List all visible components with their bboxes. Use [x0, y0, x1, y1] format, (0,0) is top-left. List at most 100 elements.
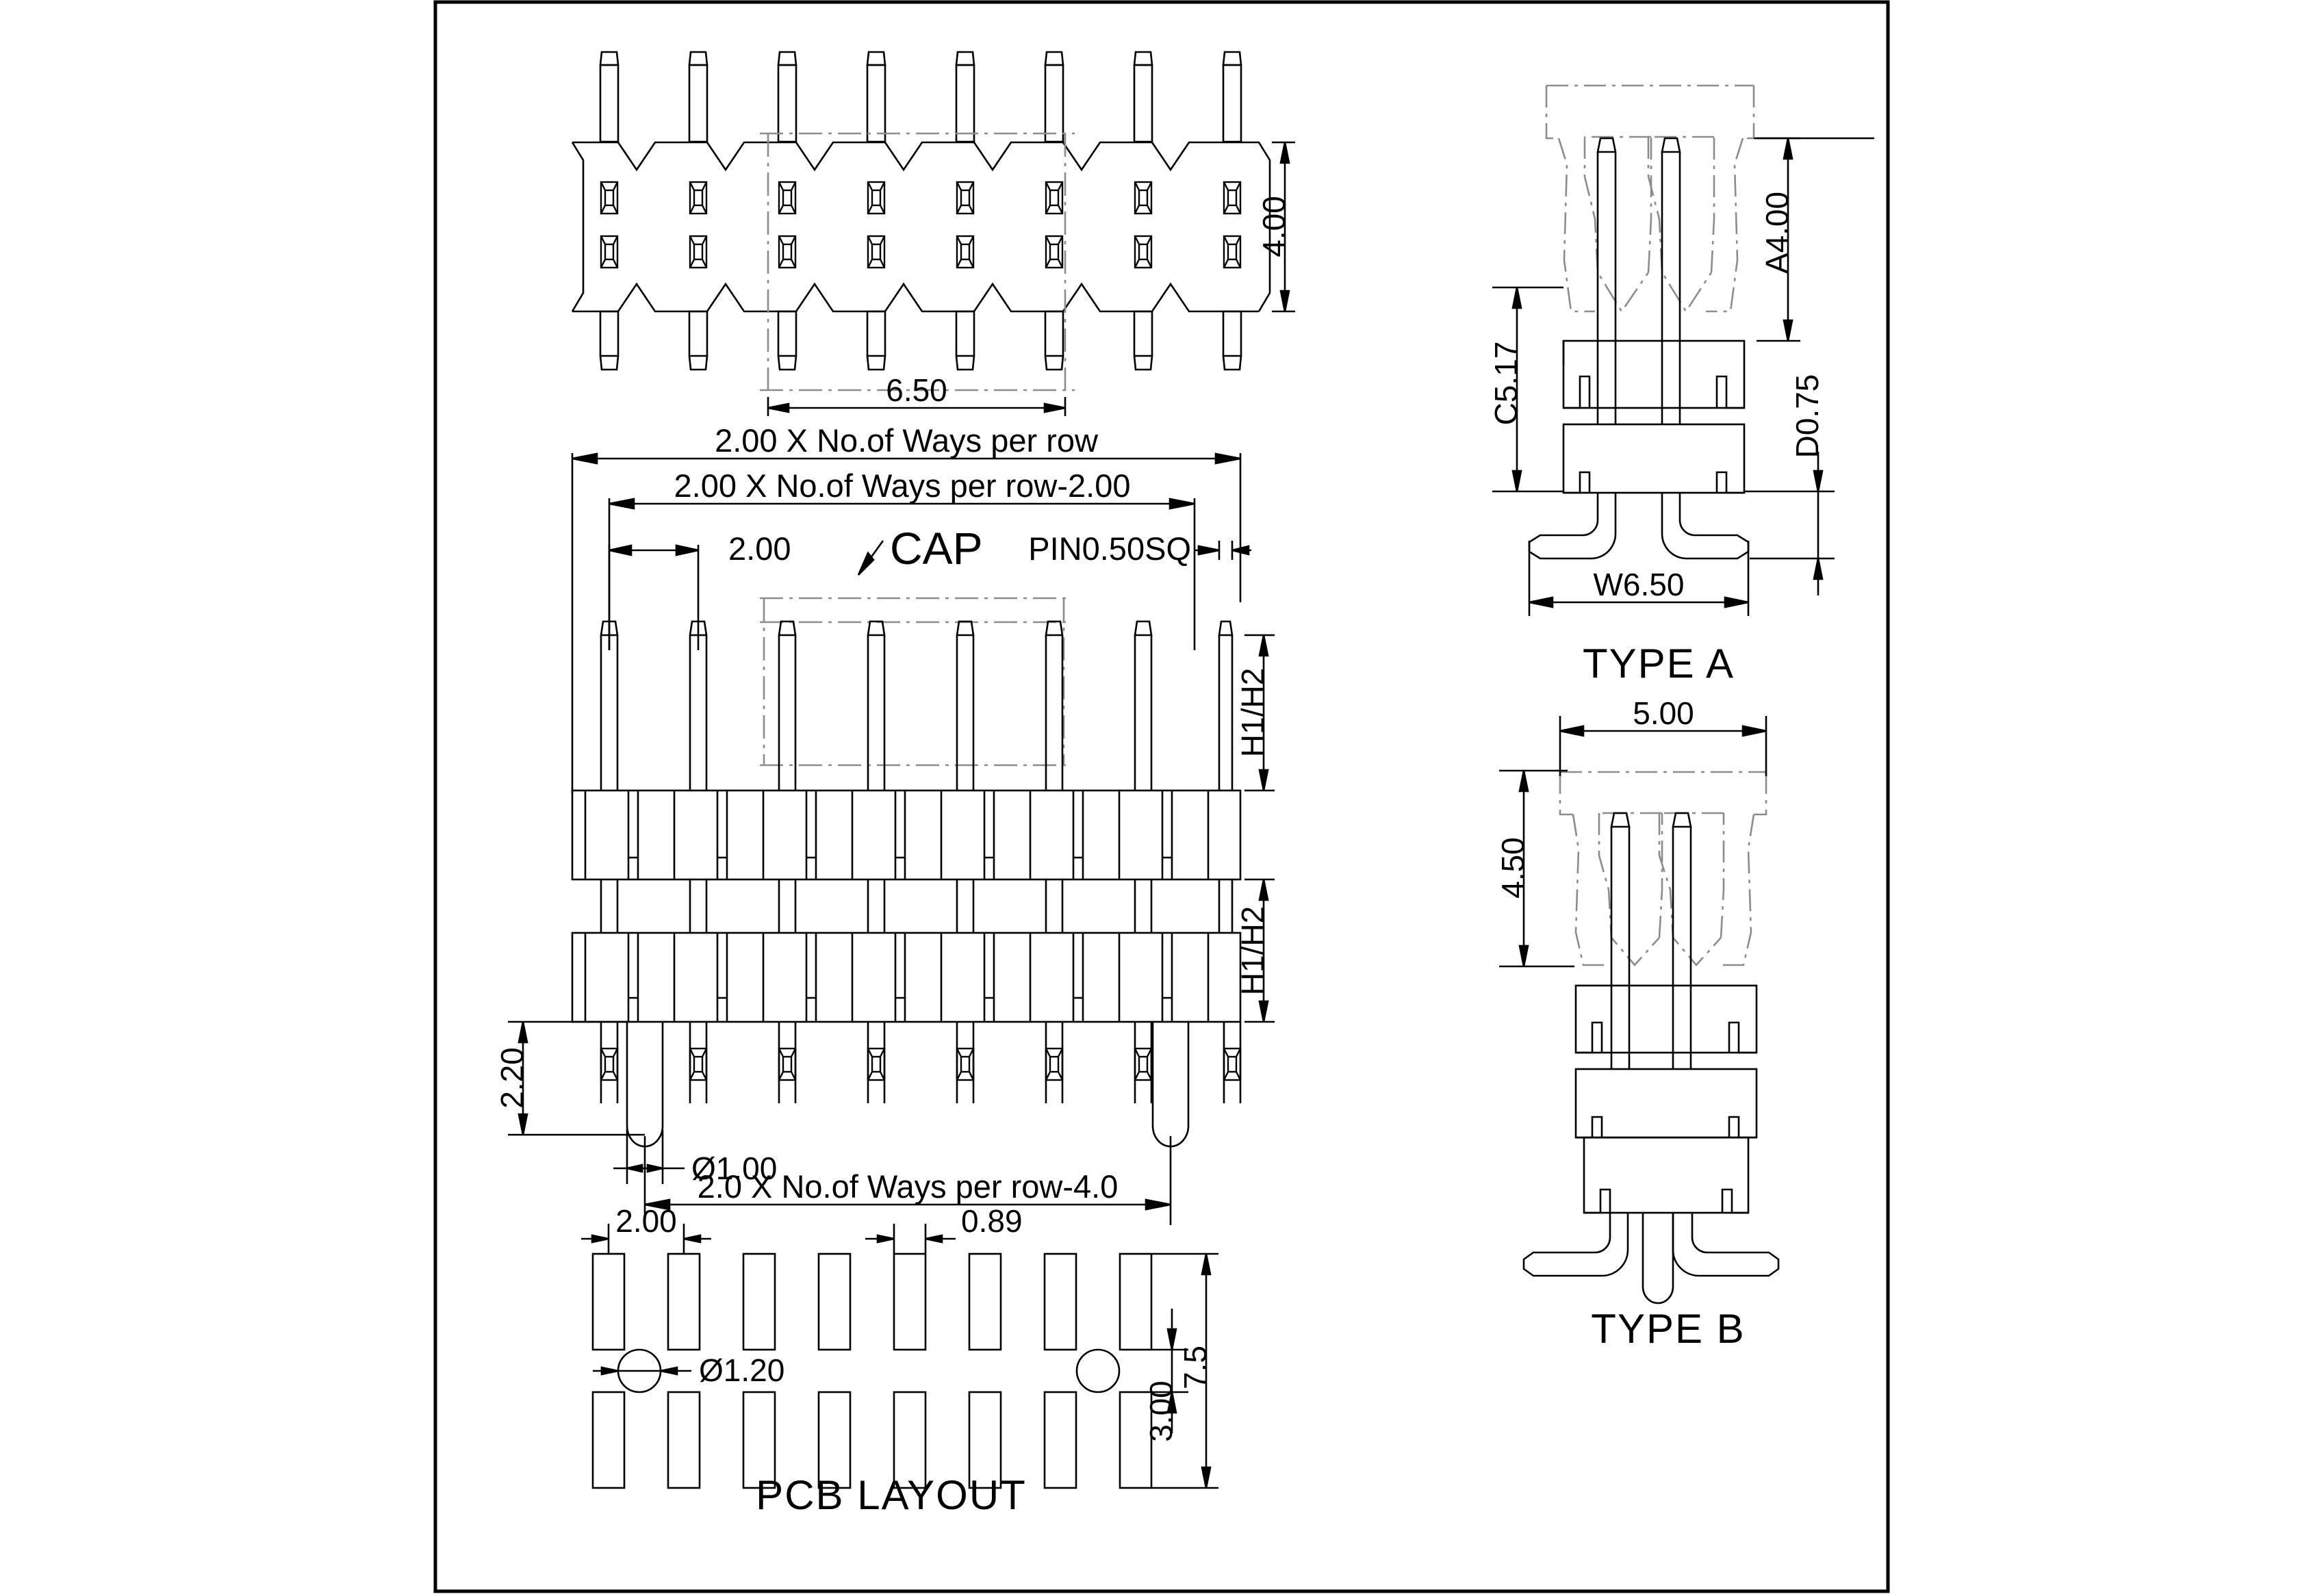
upper-body-block	[571, 789, 1242, 881]
cap-leader-line	[857, 540, 884, 576]
pcb-pad	[968, 1252, 1002, 1351]
dimension-label-pitch: 2.00	[728, 530, 791, 567]
top-view	[571, 51, 1295, 416]
pin-upper	[1134, 620, 1153, 790]
pin-cross-section	[1134, 181, 1153, 215]
dimension-label-w6-50: W6.50	[1594, 567, 1685, 602]
pin-cross-section	[600, 181, 619, 215]
pcb-pad	[817, 1252, 852, 1351]
dimension-pad-overall-height	[1151, 1252, 1218, 1489]
top-view-lower-pins	[599, 310, 1242, 371]
type-b-pins	[1610, 812, 1692, 986]
pcb-pad	[1119, 1252, 1153, 1351]
pcb-pads-lower	[591, 1391, 1153, 1489]
phantom-lines	[760, 132, 1075, 391]
pin-cross-section	[1134, 235, 1153, 269]
dimension-2-20	[508, 1020, 645, 1136]
pcb-pad	[1119, 1391, 1153, 1489]
pin-tip	[1044, 310, 1064, 371]
pin-tip	[777, 310, 797, 371]
dimension-w6-50	[1528, 541, 1750, 616]
pin-cross-section	[867, 1047, 886, 1081]
dimension-label-type-b-width: 5.00	[1633, 695, 1694, 731]
type-a-pins	[1596, 137, 1681, 341]
dimension-label-row-spacing: 3.00	[1143, 1380, 1179, 1442]
tail-cross-sections	[600, 1047, 1242, 1081]
pin-cross-section	[956, 235, 975, 269]
pin-cross-section	[1223, 235, 1242, 269]
pin-cross-section	[600, 1047, 619, 1081]
pin-cross-section	[778, 1047, 797, 1081]
dimension-peg-span	[643, 1136, 1172, 1225]
dimension-pad-pitch	[581, 1224, 711, 1254]
dimension-a4-00	[1757, 137, 1800, 342]
dimension-d0-75	[1744, 452, 1835, 595]
dimension-overall-length	[571, 452, 1242, 794]
pin-cross-section	[689, 235, 708, 269]
dimension-label-4-00: 4.00	[1256, 196, 1292, 257]
pin-cross-sections-upper	[600, 181, 1242, 215]
dimension-label-pin-span: 2.00 X No.of Ways per row-2.00	[674, 467, 1131, 504]
dimension-label-overall-length: 2.00 X No.of Ways per row	[715, 422, 1099, 459]
pin-tip	[688, 310, 708, 371]
dimension-pin-0-50-sq	[1195, 541, 1251, 560]
pcb-pad	[742, 1391, 776, 1489]
dimension-label-6-50: 6.50	[886, 372, 947, 408]
type-a-lower-block	[1562, 423, 1746, 494]
dimension-type-b-width	[1559, 716, 1767, 776]
pin-cross-section	[1134, 1047, 1153, 1081]
lower-body-block	[571, 931, 1242, 1023]
type-b-section-view	[1499, 716, 1780, 1304]
pin-tip	[1133, 310, 1153, 371]
pin-cross-section	[689, 181, 708, 215]
pin-upper	[1045, 620, 1064, 790]
dimension-label-pin-0-50-sq: PIN0.50SQ	[1028, 530, 1191, 567]
pin-upper	[867, 620, 886, 790]
pcb-pad	[1043, 1391, 1077, 1489]
type-a-smt-leads	[1528, 493, 1750, 560]
pin-cross-section	[956, 181, 975, 215]
front-elevation-view	[508, 452, 1275, 1225]
dimension-h1-h2-lower	[1244, 878, 1275, 1023]
dimension-label-d0-75: D0.75	[1789, 374, 1825, 459]
dimension-c5-17	[1492, 286, 1563, 493]
dimension-pitch-2-00	[608, 544, 700, 650]
dimension-label-peg-diameter: Ø1.00	[691, 1150, 777, 1186]
drawing-text-labels: 6.50 4.00 2.00 X No.of Ways per row 2.00…	[494, 192, 1825, 1518]
type-b-caption: TYPE B	[1591, 1306, 1745, 1352]
dimension-label-2-20: 2.20	[494, 1047, 530, 1109]
pin-cross-section	[1045, 1047, 1064, 1081]
dimension-label-type-b-height: 4.50	[1495, 837, 1531, 899]
dimension-6-50	[767, 397, 1067, 416]
pin-tip	[1222, 310, 1242, 371]
pin-upper	[778, 620, 797, 790]
pcb-pad	[817, 1391, 852, 1489]
dimension-label-c5-17: C5.17	[1488, 342, 1524, 426]
cap-phantom-outline	[760, 597, 1068, 767]
dimension-h1-h2-upper	[1244, 634, 1275, 792]
pcb-pad	[591, 1391, 626, 1489]
pin-tip	[955, 310, 975, 371]
pin-cross-section	[1045, 181, 1064, 215]
pcb-pad	[667, 1391, 701, 1489]
pcb-pad	[742, 1252, 776, 1351]
pcb-layout-caption: PCB LAYOUT	[756, 1472, 1027, 1518]
type-b-bottom-section	[1522, 1136, 1780, 1304]
dimension-pad-width	[865, 1224, 956, 1254]
pin-tip	[599, 310, 620, 371]
type-b-upper-block	[1574, 984, 1758, 1054]
dimension-label-pad-pitch: 2.00	[615, 1203, 677, 1239]
dimension-hole-diameter	[593, 1366, 691, 1376]
type-b-shroud-phantom	[1559, 771, 1767, 966]
pin-cross-section	[600, 235, 619, 269]
dimension-label-pad-width: 0.89	[961, 1203, 1023, 1239]
pin-cross-section	[689, 1047, 708, 1081]
front-view-lower-pins	[600, 1022, 1242, 1148]
drawing-geometry	[508, 51, 1874, 1489]
dimension-type-b-height	[1499, 769, 1574, 968]
dimension-label-pad-overall-height: 7.5	[1177, 1346, 1213, 1389]
dimension-label-hole-diameter: Ø1.20	[699, 1352, 784, 1388]
type-a-caption: TYPE A	[1583, 641, 1735, 686]
dimension-label-h1-h2-lower: H1/H2	[1235, 906, 1270, 995]
